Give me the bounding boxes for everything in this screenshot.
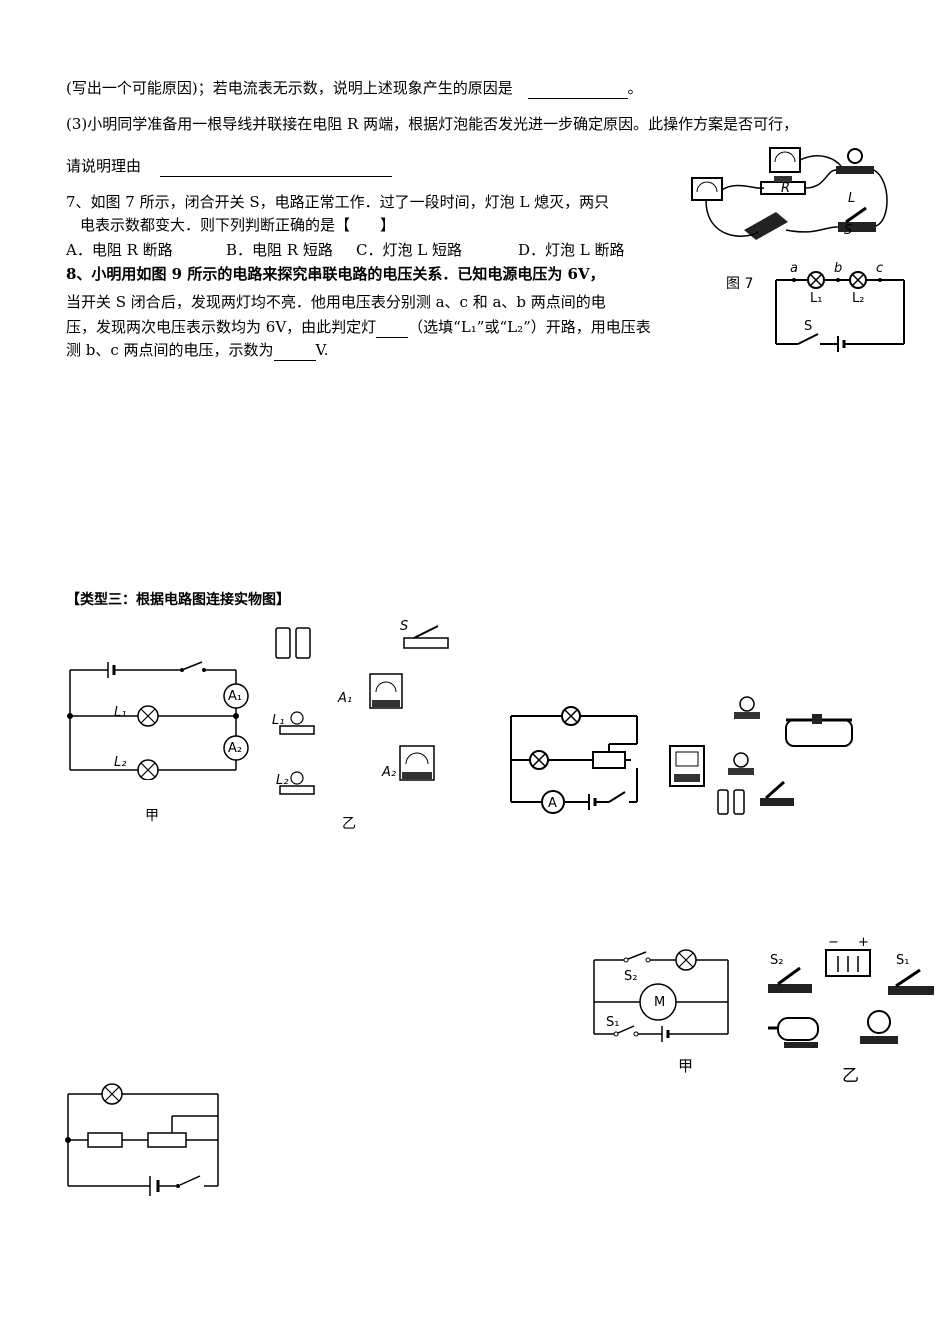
q8-answer-blank-1[interactable] bbox=[376, 317, 409, 338]
q6-line1-end: 。 bbox=[627, 79, 643, 97]
yi-A1-label: A₁ bbox=[337, 691, 352, 706]
type3-fig1-jia-label: 甲 bbox=[145, 808, 159, 824]
q8-line1-text: 8、小明用如图 9 所示的电路来探究串联电路的电压关系．已知电源电压为 6V， bbox=[66, 265, 605, 283]
type3-fig3-jia-label: 甲 bbox=[678, 1057, 694, 1075]
type3-circuit-jia: L₁ L₂ A₁ A₂ bbox=[60, 650, 260, 780]
fig9-b-label: b bbox=[834, 261, 842, 276]
fig9-L1-label: L₁ bbox=[810, 291, 822, 306]
figure-7-apparatus: R L S bbox=[686, 140, 896, 245]
figure-9-circuit: a b c L₁ L₂ S bbox=[770, 258, 910, 358]
fig9-a-label: a bbox=[790, 261, 798, 276]
fig3-plus-label: + bbox=[858, 935, 869, 950]
q7-option-d[interactable]: D．灯泡 L 断路 bbox=[518, 241, 625, 259]
jia-A2-label: A₂ bbox=[228, 741, 242, 756]
q8-line1: 8、小明用如图 9 所示的电路来探究串联电路的电压关系．已知电源电压为 6V， bbox=[66, 264, 605, 284]
q6-answer-blank-2[interactable] bbox=[159, 156, 392, 177]
type3-fig1-yi-label: 乙 bbox=[342, 816, 356, 832]
fig7-L-label: L bbox=[848, 191, 855, 206]
type3-motor-components-yi: S₂ − + S₁ bbox=[764, 930, 944, 1060]
q6-line1: (写出一个可能原因)；若电流表无示数，说明上述现象产生的原因是 。 bbox=[66, 78, 643, 99]
q6-line2: (3)小明同学准备用一根导线并联接在电阻 R 两端，根据灯泡能否发光进一步确定原… bbox=[66, 115, 799, 133]
q6-line3-text: 请说明理由 bbox=[66, 157, 142, 175]
fig3-M-label: M bbox=[654, 995, 665, 1010]
yi-L2-label: L₂ bbox=[276, 773, 288, 788]
q7-option-c[interactable]: C．灯泡 L 短路 bbox=[356, 241, 462, 259]
q7-line1: 7、如图 7 所示，闭合开关 S，电路正常工作．过了一段时间，灯泡 L 熄灭，两… bbox=[66, 193, 610, 211]
jia-L2-label: L₂ bbox=[114, 755, 126, 770]
fig9-S-label: S bbox=[804, 319, 812, 334]
type3-components-2 bbox=[660, 690, 890, 820]
fig3-part-S1-label: S₁ bbox=[896, 953, 909, 968]
jia-A1-label: A₁ bbox=[228, 689, 242, 704]
q6-line3: 请说明理由 bbox=[66, 156, 392, 177]
q8-line4-text: 测 b、c 两点间的电压，示数为 bbox=[66, 341, 274, 359]
fig9-c-label: c bbox=[876, 261, 883, 276]
fig7-R-label: R bbox=[781, 181, 790, 196]
q6-answer-blank-1[interactable] bbox=[527, 78, 628, 99]
fig9-L2-label: L₂ bbox=[852, 291, 864, 306]
fig3-minus-label: − bbox=[828, 935, 839, 950]
q8-answer-blank-2[interactable] bbox=[273, 340, 316, 361]
type3-components-yi: S L₁ L₂ A₁ A₂ bbox=[268, 616, 468, 806]
q7-option-a[interactable]: A．电阻 R 断路 bbox=[66, 241, 173, 259]
fig3-S2-label: S₂ bbox=[624, 969, 637, 984]
yi-A2-label: A₂ bbox=[381, 765, 396, 780]
type3-fig3-yi-label: 乙 bbox=[842, 1066, 859, 1086]
type3-title: 【类型三：根据电路图连接实物图】 bbox=[66, 592, 290, 608]
yi-S-label: S bbox=[400, 619, 408, 634]
fig7-S-label: S bbox=[844, 223, 852, 238]
q8-line3-text: 压，发现两次电压表示数均为 6V，由此判定灯 bbox=[66, 318, 377, 336]
type3-motor-circuit-jia: S₂ M S₁ bbox=[588, 942, 738, 1052]
q8-line2: 当开关 S 闭合后，发现两灯均不亮．他用电压表分别测 a、c 和 a、b 两点间… bbox=[66, 293, 606, 311]
yi-L1-label: L₁ bbox=[272, 713, 284, 728]
fig2-A-label: A bbox=[548, 796, 557, 811]
q8-line3-text-b: （选填“L₁”或“L₂”）开路，用电压表 bbox=[408, 318, 651, 336]
type3-circuit-2: A bbox=[505, 696, 645, 816]
fig3-part-S2-label: S₂ bbox=[770, 953, 783, 968]
fig3-S1-label: S₁ bbox=[606, 1015, 619, 1030]
bottom-circuit bbox=[60, 1080, 230, 1200]
q7-option-b[interactable]: B．电阻 R 短路 bbox=[226, 241, 333, 259]
q8-line4: 测 b、c 两点间的电压，示数为 V. bbox=[66, 340, 329, 361]
q7-line2: 电表示数都变大．则下列判断正确的是【 】 bbox=[80, 216, 396, 234]
q8-line3: 压，发现两次电压表示数均为 6V，由此判定灯 （选填“L₁”或“L₂”）开路，用… bbox=[66, 317, 651, 338]
q6-line1-text: (写出一个可能原因)；若电流表无示数，说明上述现象产生的原因是 bbox=[66, 79, 513, 97]
q8-line4-unit: V. bbox=[315, 341, 329, 359]
jia-L1-label: L₁ bbox=[114, 705, 126, 720]
figure-7-caption: 图 7 bbox=[726, 276, 754, 292]
